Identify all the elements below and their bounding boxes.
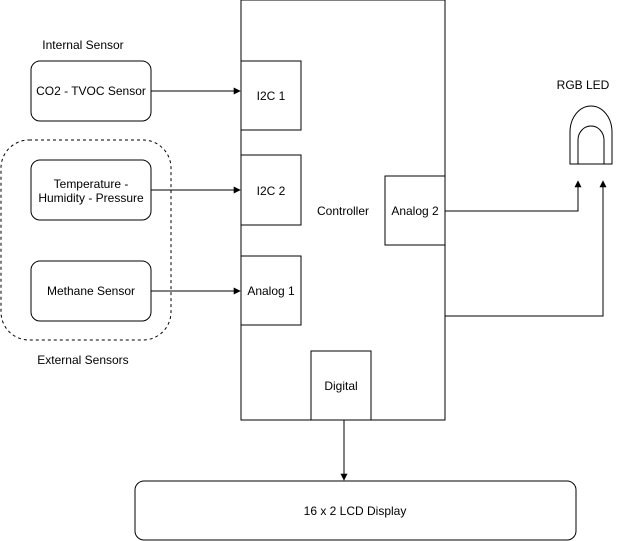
temperature-sensor-label-line1: Temperature - <box>54 177 129 191</box>
i2c2-port: I2C 2 <box>240 154 302 226</box>
analog2-port: Analog 2 <box>384 175 446 246</box>
co2-tvoc-sensor-node: CO2 - TVOC Sensor <box>30 60 152 122</box>
lcd-display-label: 16 x 2 LCD Display <box>304 504 407 518</box>
controller-label: Controller <box>317 204 369 218</box>
temperature-sensor-label-line2: Humidity - Pressure <box>38 191 144 205</box>
i2c2-label: I2C 2 <box>257 184 286 198</box>
internal-sensor-label: Internal Sensor <box>42 38 123 52</box>
analog2-label: Analog 2 <box>391 204 439 218</box>
temperature-sensor-node: Temperature - Humidity - Pressure <box>30 159 152 221</box>
lcd-display-node: 16 x 2 LCD Display <box>134 480 577 541</box>
i2c1-port: I2C 1 <box>240 60 302 131</box>
analog1-port: Analog 1 <box>240 255 302 326</box>
methane-sensor-node: Methane Sensor <box>30 260 152 322</box>
rgb-led-label: RGB LED <box>557 78 610 92</box>
co2-tvoc-sensor-label: CO2 - TVOC Sensor <box>36 84 146 98</box>
external-sensors-group <box>0 139 172 341</box>
controller-to-led-arrow <box>445 180 607 317</box>
rgb-led-icon <box>569 105 613 165</box>
external-sensors-label: External Sensors <box>37 353 128 367</box>
digital-label: Digital <box>324 379 357 393</box>
i2c1-label: I2C 1 <box>257 89 286 103</box>
digital-port: Digital <box>310 350 372 421</box>
analog2-to-led-arrow <box>445 180 582 212</box>
analog1-label: Analog 1 <box>247 284 295 298</box>
methane-sensor-label: Methane Sensor <box>47 284 135 298</box>
